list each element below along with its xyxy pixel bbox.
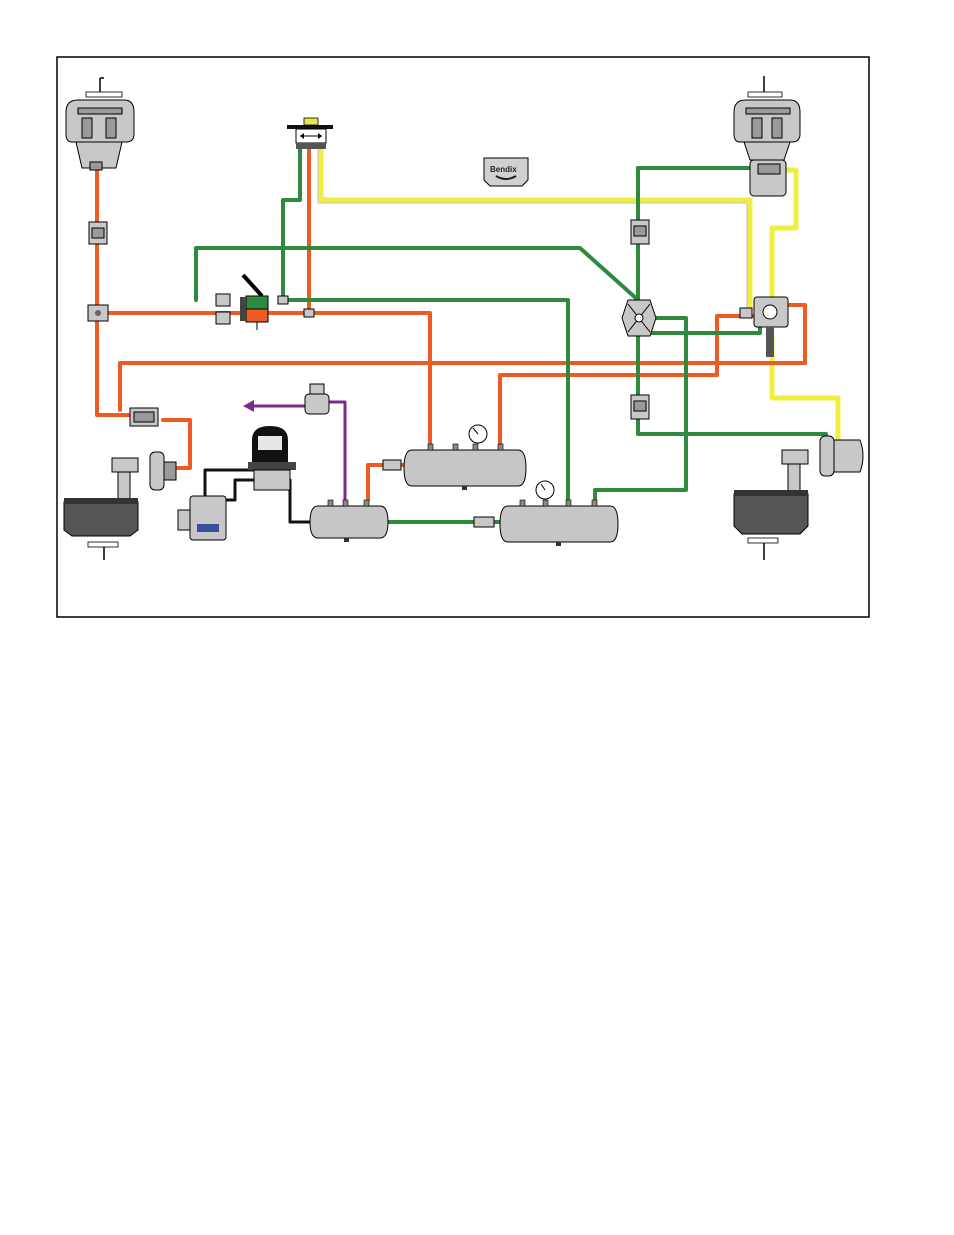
supply-reservoir	[310, 500, 388, 542]
bendix-logo-text: Bendix	[490, 165, 517, 174]
pressure-gauge-primary	[536, 481, 554, 499]
rear-right-tee-fitting	[740, 308, 752, 318]
front-left-tee-fitting	[88, 305, 108, 321]
primary-reservoir	[500, 500, 618, 546]
bendix-logo: Bendix	[484, 158, 528, 186]
rear-left-modulator-valve	[130, 408, 158, 426]
primary-inline-valve-top	[631, 220, 649, 244]
pressure-gauge-secondary	[469, 425, 487, 443]
primary-inline-valve-bottom	[631, 395, 649, 419]
relay-valve	[622, 300, 656, 336]
primary-check-valve	[474, 517, 494, 527]
front-left-modulator-valve	[89, 222, 107, 244]
secondary-check-valve	[383, 460, 401, 470]
secondary-reservoir	[404, 444, 526, 490]
